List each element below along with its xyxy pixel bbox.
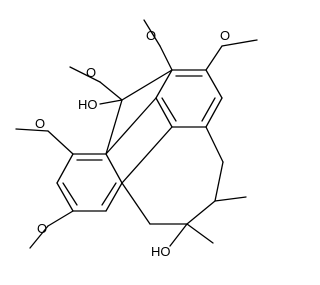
methoxy-oxygen-label: O [220, 28, 230, 43]
methoxy-oxygen-label: O [35, 116, 45, 131]
methyl-groups [186, 196, 247, 244]
hydroxyl-label: HO [78, 97, 98, 112]
right-aromatic-ring [155, 69, 223, 128]
methoxy-oxygen-label: O [146, 28, 156, 43]
atom-labels: O O O HO O O HO [35, 28, 230, 259]
methoxy-oxygen-label: O [86, 65, 96, 80]
left-aromatic-ring [56, 153, 123, 212]
hydroxyl-label: HO [151, 244, 171, 259]
methoxy-oxygen-label: O [37, 221, 47, 236]
methoxy-bonds [15, 19, 258, 249]
bridge-bonds [105, 69, 173, 184]
cyclooctadiene-ring [121, 126, 224, 225]
hydroxyl-bonds [99, 99, 188, 247]
chemical-structure-diagram: O O O HO O O HO [15, 19, 258, 259]
